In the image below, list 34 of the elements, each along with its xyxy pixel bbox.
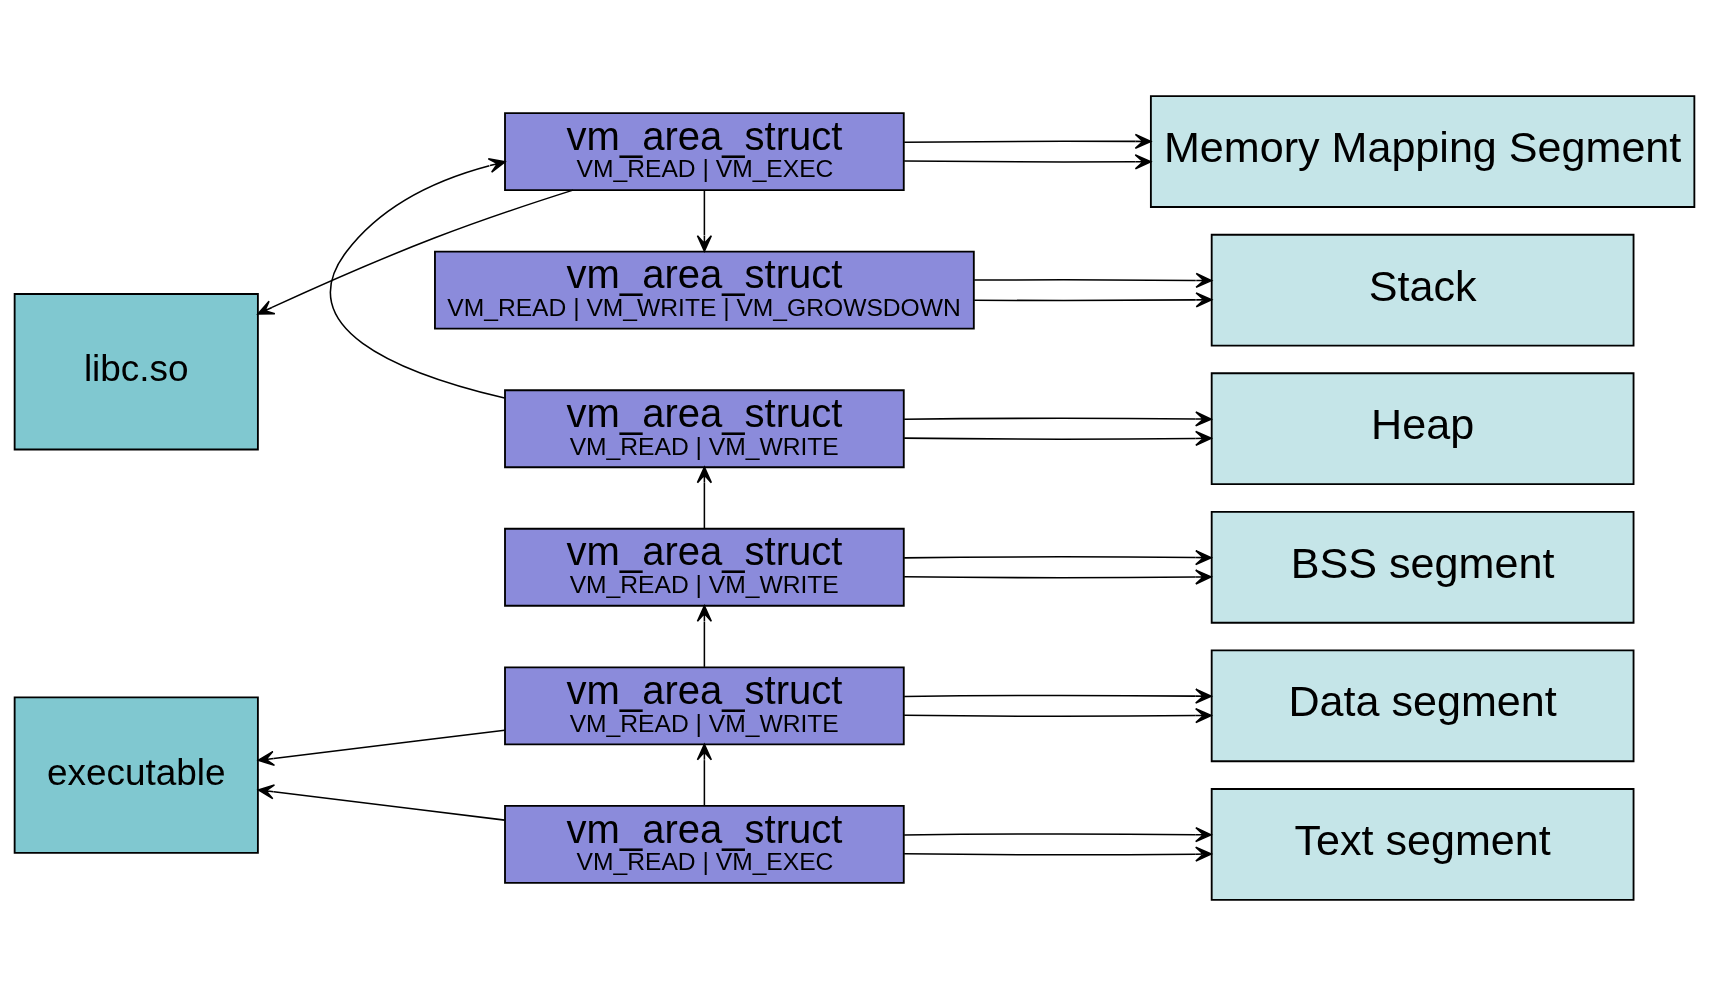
arrow [973,272,1213,288]
node-box: Data segment [1210,649,1635,762]
arrow [973,291,1213,308]
arrow [329,157,506,399]
arrow [903,826,1212,842]
node-box: BSS segment [1210,510,1635,624]
arrow [903,568,1212,585]
arrow [903,687,1212,704]
node-box: vm_area_struct VM_READ | VM_EXEC [504,804,905,884]
node-box: executable [13,695,259,854]
node-box: Heap [1210,371,1635,485]
node-box: vm_area_struct VM_READ | VM_WRITE | VM_GROWSDOWN [434,250,975,330]
arrow [903,153,1152,169]
arrow [903,845,1212,862]
node-box: vm_area_struct VM_READ | VM_WRITE [504,388,905,468]
arrow [903,133,1152,149]
arrow [696,743,713,806]
node-box: libc.so [13,292,259,450]
node-box: Stack [1210,233,1635,346]
node-box: Text segment [1210,787,1635,901]
arrow [257,728,506,766]
arrow [257,188,574,315]
arrow [696,188,713,252]
node-box: vm_area_struct VM_READ | VM_WRITE [504,527,905,607]
arrow [696,465,713,529]
node-box: Memory Mapping Segment [1149,94,1696,208]
node-box: vm_area_struct VM_READ | VM_EXEC [504,111,905,191]
node-box: vm_area_struct VM_READ | VM_WRITE [504,665,905,745]
arrow [903,549,1212,565]
arrow [257,783,506,821]
arrow [696,604,713,668]
arrow [903,410,1212,427]
arrow [903,430,1212,446]
arrow [903,707,1212,723]
